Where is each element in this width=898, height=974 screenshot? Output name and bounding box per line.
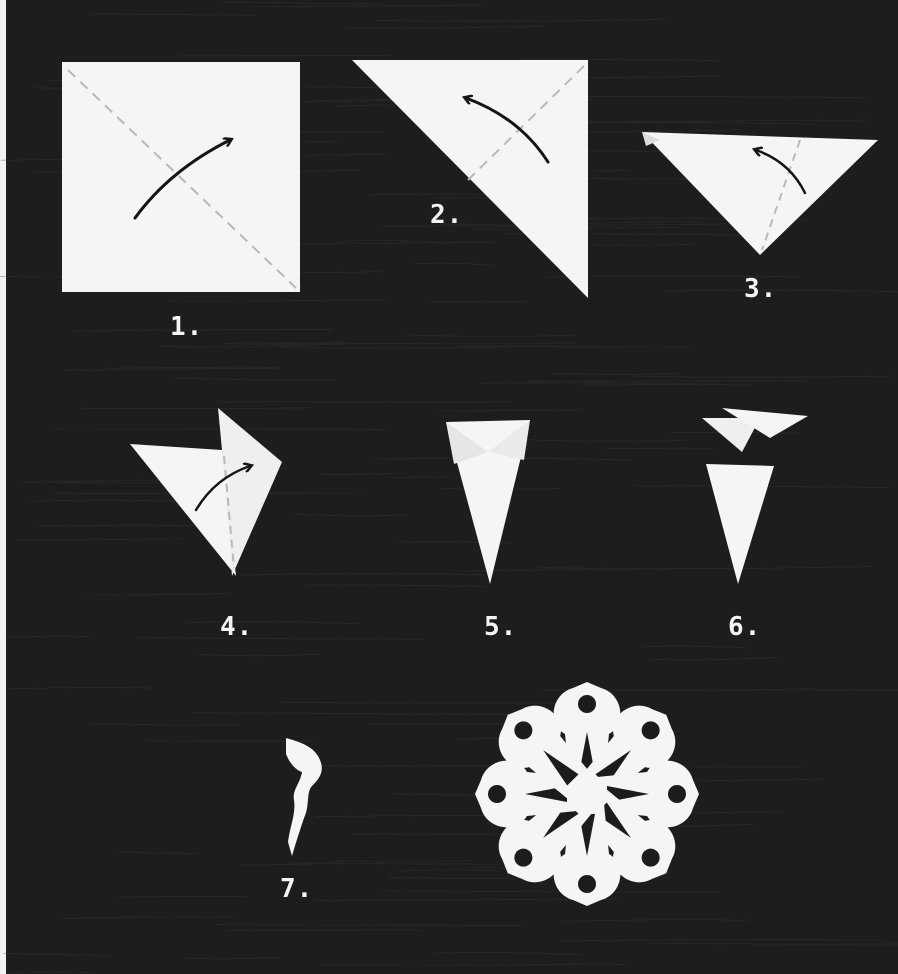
step-label-2: 2.: [430, 200, 463, 230]
step-label-6: 6.: [728, 612, 761, 642]
step-label-7: 7.: [280, 874, 313, 904]
finished-snowflake: [475, 682, 699, 906]
snowflake-center: [573, 780, 601, 808]
step-label-1: 1.: [170, 312, 203, 342]
step-1-square-paper: [62, 62, 300, 292]
left-edge-strip: [0, 0, 6, 974]
step-label-4: 4.: [220, 612, 253, 642]
step-label-5: 5.: [484, 612, 517, 642]
step-label-3: 3.: [744, 274, 777, 304]
